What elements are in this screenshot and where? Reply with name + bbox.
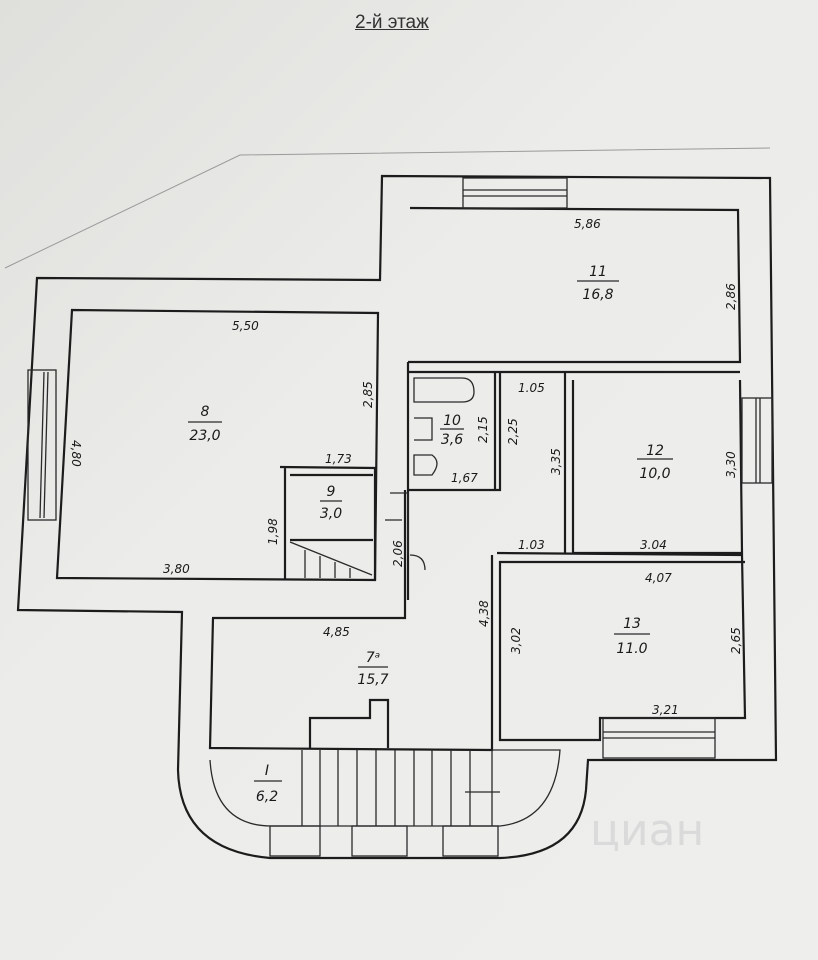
- room-11-walls: [408, 206, 742, 364]
- svg-text:11: 11: [589, 264, 607, 280]
- window-bay-1: [269, 825, 321, 857]
- svg-text:11.0: 11.0: [616, 641, 647, 657]
- room-13-label: 13 11.0: [614, 616, 650, 657]
- svg-text:2,65: 2,65: [729, 627, 743, 654]
- svg-text:4,07: 4,07: [645, 571, 672, 585]
- svg-text:5,50: 5,50: [232, 319, 259, 333]
- svg-text:2,25: 2,25: [506, 418, 520, 445]
- window-bay-2: [351, 825, 408, 857]
- stairs-I: [209, 749, 561, 827]
- room-I-label: I 6,2: [254, 763, 282, 805]
- svg-text:1.05: 1.05: [518, 381, 545, 395]
- room-9-walls: [279, 465, 377, 580]
- svg-text:1,67: 1,67: [451, 471, 478, 485]
- room-10-walls: [408, 372, 502, 492]
- svg-text:2,15: 2,15: [476, 416, 490, 443]
- svg-text:1.03: 1.03: [518, 538, 545, 552]
- svg-text:3,6: 3,6: [441, 432, 463, 448]
- svg-text:4,85: 4,85: [323, 625, 350, 639]
- window-top: [462, 177, 568, 209]
- room-9-label: 9 3,0: [320, 484, 342, 522]
- room-13-walls: [496, 551, 747, 742]
- svg-text:3,0: 3,0: [320, 506, 342, 522]
- svg-text:3,21: 3,21: [652, 703, 679, 717]
- room-12-label: 12 10,0: [637, 443, 673, 482]
- svg-text:4,38: 4,38: [477, 600, 491, 627]
- outer-wall: [16, 174, 778, 860]
- svg-text:1,98: 1,98: [266, 518, 280, 545]
- hall-walls: [208, 490, 494, 752]
- room-8-label: 8 23,0: [188, 404, 222, 444]
- svg-text:3,80: 3,80: [163, 562, 190, 576]
- bathroom-fixtures: [413, 377, 475, 476]
- svg-text:3,30: 3,30: [724, 451, 738, 478]
- svg-text:1,73: 1,73: [325, 452, 352, 466]
- floor-title: 2-й этаж: [355, 12, 429, 33]
- room-10-label: 10 3,6: [440, 413, 464, 448]
- svg-text:3,35: 3,35: [549, 448, 563, 475]
- svg-text:10,0: 10,0: [639, 466, 670, 482]
- window-bay-3: [442, 825, 499, 857]
- svg-text:2,06: 2,06: [391, 540, 405, 567]
- svg-text:2,85: 2,85: [361, 381, 375, 408]
- svg-text:2,86: 2,86: [724, 283, 738, 310]
- svg-text:8: 8: [201, 404, 210, 420]
- svg-text:5,86: 5,86: [574, 217, 601, 231]
- svg-text:6,2: 6,2: [256, 789, 278, 805]
- svg-text:I: I: [265, 763, 269, 779]
- window-right: [741, 397, 773, 484]
- roof-outline: [4, 147, 771, 269]
- svg-text:16,8: 16,8: [582, 287, 613, 303]
- svg-text:9: 9: [327, 484, 336, 500]
- svg-text:23,0: 23,0: [189, 428, 220, 444]
- room-11-label: 11 16,8: [577, 264, 619, 303]
- dimension-labels: 5,50 2,85 4,80 3,80 1,73 1,98 5,86 2,86 …: [69, 217, 743, 717]
- svg-text:7ᵃ: 7ᵃ: [366, 650, 380, 666]
- svg-text:12: 12: [646, 443, 664, 459]
- room-7a-label: 7ᵃ 15,7: [357, 650, 388, 688]
- svg-text:10: 10: [443, 413, 461, 429]
- watermark: циан: [590, 805, 704, 856]
- room-12-walls: [563, 372, 744, 555]
- svg-text:15,7: 15,7: [357, 672, 388, 688]
- svg-text:3.04: 3.04: [640, 538, 667, 552]
- svg-text:4,80: 4,80: [69, 440, 83, 467]
- door-hall: [385, 492, 426, 571]
- svg-text:3,02: 3,02: [509, 627, 523, 654]
- window-left: [27, 369, 57, 521]
- svg-text:13: 13: [623, 616, 641, 632]
- stairs-9: [289, 541, 373, 578]
